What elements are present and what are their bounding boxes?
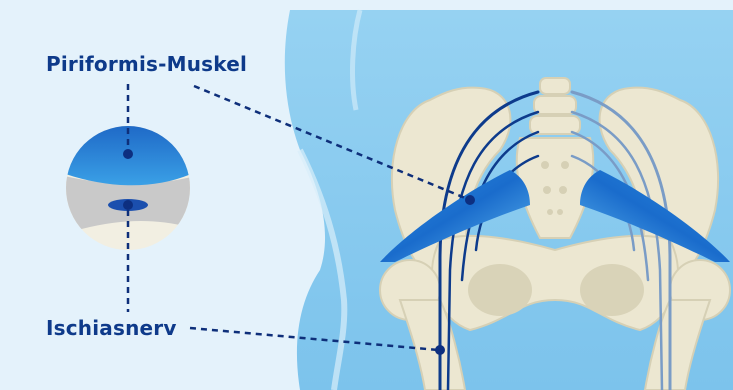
piriformis-label: Piriformis-Muskel [46,52,247,76]
zoom-circle [60,120,200,260]
sciatic-nerve-label: Ischiasnerv [46,316,177,340]
